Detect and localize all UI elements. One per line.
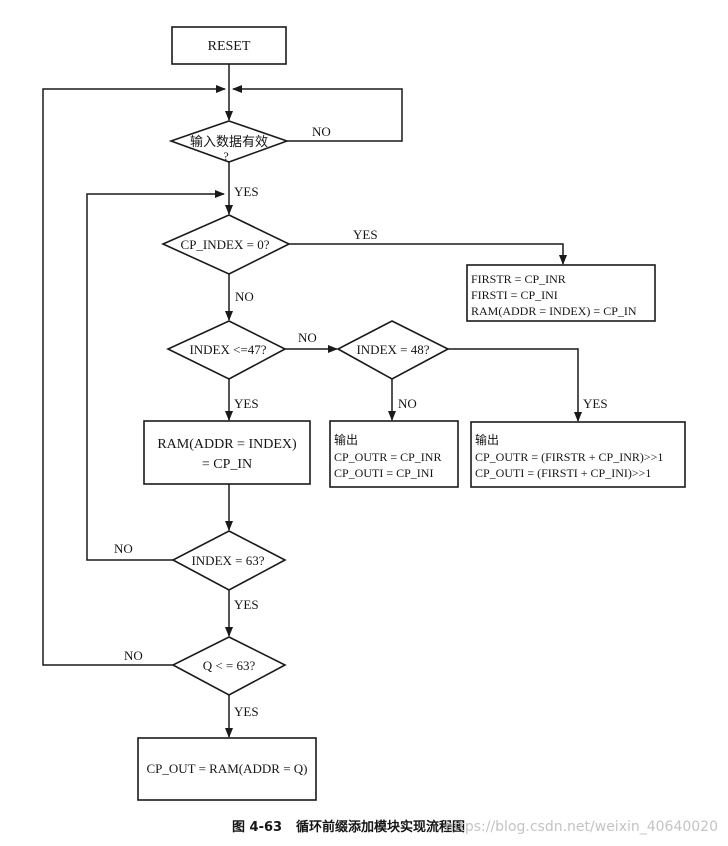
label-yes-eq63: YES	[234, 597, 259, 612]
index-eq-63-label: INDEX = 63?	[191, 553, 264, 568]
index-eq-48-label: INDEX = 48?	[356, 342, 429, 357]
label-no-q63: NO	[124, 648, 143, 663]
label-yes-cpindex: YES	[353, 227, 378, 242]
ram-write-line-1: RAM(ADDR = INDEX)	[157, 437, 297, 452]
label-yes-q63: YES	[234, 704, 259, 719]
label-yes-input: YES	[234, 184, 259, 199]
loop-input-no	[232, 85, 403, 142]
figure-title: 循环前缀添加模块实现流程图	[296, 819, 465, 835]
ram-write-box	[143, 420, 311, 485]
q-le-63-label: Q < = 63?	[203, 658, 256, 673]
label-no-input: NO	[312, 124, 331, 139]
index-eq-63-decision	[171, 530, 287, 591]
q-le-63-decision	[171, 636, 287, 696]
label-no-cpindex: NO	[235, 289, 254, 304]
ram-write-line-2: = CP_IN	[202, 457, 252, 472]
label-yes-eq48: YES	[583, 396, 608, 411]
first-assign-line-1: FIRSTR = CP_INR	[471, 272, 566, 286]
reset-label: RESET	[208, 39, 251, 54]
cp-index-decision	[161, 214, 291, 275]
loop-q63-no	[42, 85, 226, 666]
arrow-eq48-yes	[448, 348, 582, 422]
output-no-line-3: CP_OUTI = CP_INI	[334, 466, 433, 480]
input-valid-decision	[168, 120, 290, 163]
index-le-47-label: INDEX <=47?	[189, 342, 266, 357]
reset-box	[171, 26, 287, 65]
first-assign-line-2: FIRSTI = CP_INI	[471, 288, 558, 302]
label-no-eq48: NO	[398, 396, 417, 411]
cp-out-box	[137, 737, 317, 801]
index-le-47-decision	[166, 320, 287, 380]
arrow-cpindex-yes	[289, 243, 567, 265]
output-no-line-1: 输出	[334, 432, 358, 447]
input-valid-label: 输入数据有效	[190, 134, 268, 149]
index-eq-48-decision	[336, 320, 450, 380]
output-yes-box	[470, 421, 686, 488]
output-no-line-2: CP_OUTR = CP_INR	[334, 450, 441, 464]
cp-index-label: CP_INDEX = 0?	[181, 237, 270, 252]
output-yes-line-2: CP_OUTR = (FIRSTR + CP_INR)>>1	[475, 450, 663, 464]
first-assign-line-3: RAM(ADDR = INDEX) = CP_IN	[471, 304, 637, 318]
connectors	[42, 64, 582, 738]
first-assign-box	[466, 264, 656, 322]
output-yes-line-3: CP_OUTI = (FIRSTI + CP_INI)>>1	[475, 466, 651, 480]
output-no-box	[329, 420, 459, 488]
input-valid-qmark: ?	[223, 149, 228, 163]
output-yes-line-1: 输出	[475, 432, 499, 447]
watermark: https://blog.csdn.net/weixin_40640020	[445, 819, 718, 835]
figure-number: 图 4-63	[232, 820, 282, 835]
cp-out-label: CP_OUT = RAM(ADDR = Q)	[146, 761, 307, 776]
label-yes-le47: YES	[234, 396, 259, 411]
loop-eq63-no	[86, 190, 225, 561]
label-no-le47: NO	[298, 330, 317, 345]
label-no-eq63: NO	[114, 541, 133, 556]
